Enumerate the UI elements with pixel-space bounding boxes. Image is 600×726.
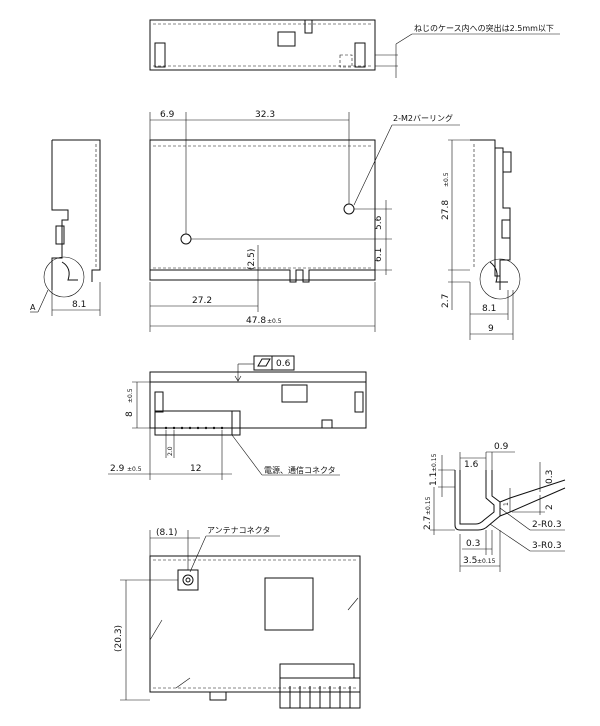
dim-8-1-paren: (8.1) bbox=[156, 528, 177, 538]
dim-2-7-tol: ±0.15 bbox=[425, 496, 432, 515]
front-view: 6.9 32.3 2-M2バーリング 5.6 6.1 (2.5) 27.2 47… bbox=[149, 110, 460, 332]
dim-6-9: 6.9 bbox=[160, 110, 175, 120]
dim-8: 8 bbox=[125, 411, 135, 417]
dim-2-9-tol: ±0.5 bbox=[127, 466, 142, 473]
dim-6-1: 6.1 bbox=[374, 248, 384, 262]
dim-1-6: 1.6 bbox=[464, 460, 479, 470]
flatness-icon bbox=[257, 358, 271, 367]
dim-27-8: 27.8 bbox=[441, 200, 451, 220]
dim-2: 2 bbox=[545, 504, 555, 510]
dim-47-8: 47.8 bbox=[246, 316, 266, 326]
flatness-callout bbox=[253, 355, 295, 371]
dim-1-1-tol: ±0.15 bbox=[431, 453, 438, 472]
dim-47-8-tol: ±0.5 bbox=[267, 318, 282, 325]
dim-0-3-horizontal: 0.3 bbox=[466, 539, 480, 549]
dim-32-3: 32.3 bbox=[255, 110, 275, 120]
detail-circle-right bbox=[479, 258, 521, 300]
dim-3-5: 3.5 bbox=[463, 556, 477, 566]
dim-27-2: 27.2 bbox=[192, 296, 212, 306]
dim-8-1-right: 8.1 bbox=[482, 304, 496, 314]
dim-0-9: 0.9 bbox=[494, 442, 509, 452]
dim-27-8-tol: ±0.5 bbox=[443, 172, 450, 187]
detail-a-view: 1.6 0.9 1.1 ±0.15 2.7 ±0.15 1 0.3 2 0.3 … bbox=[423, 442, 566, 572]
dim-8-tol: ±0.5 bbox=[127, 388, 134, 403]
dim-pitch-2-0: 2.0 bbox=[167, 446, 174, 456]
rear-view: (8.1) アンテナコネクタ (20.3) bbox=[114, 526, 361, 709]
burring-label: 2-M2バーリング bbox=[393, 113, 453, 123]
power-comm-connector bbox=[154, 410, 241, 436]
dim-5-6: 5.6 bbox=[374, 215, 384, 230]
dim-1: 1 bbox=[503, 502, 510, 506]
connector-label: 電源、通信コネクタ bbox=[264, 465, 336, 475]
bottom-view: 0.6 8 ±0.5 2.0 2.9 ±0.5 12 電源、通信コネクタ bbox=[108, 355, 367, 480]
top-view: ねじのケース内への突出は2.5mm以下 bbox=[149, 19, 560, 78]
dim-8-1-left: 8.1 bbox=[72, 300, 86, 310]
burring-hole-right bbox=[343, 203, 355, 215]
dim-20-3: (20.3) bbox=[114, 625, 124, 652]
dim-1-1: 1.1 bbox=[429, 472, 439, 486]
dim-0-3-vertical: 0.3 bbox=[545, 470, 555, 484]
detail-a-label: A bbox=[30, 303, 36, 312]
dim-2-7-right: 2.7 bbox=[441, 294, 451, 308]
dim-2-7-detail: 2.7 bbox=[423, 516, 433, 530]
dim-2-5: (2.5) bbox=[247, 249, 257, 270]
right-side-view: 27.8 ±0.5 2.7 8.1 9 bbox=[441, 139, 521, 340]
dim-12: 12 bbox=[190, 464, 201, 474]
shield-rect bbox=[264, 577, 314, 631]
radius-2-r0-3: 2-R0.3 bbox=[532, 520, 562, 530]
dim-9: 9 bbox=[488, 324, 494, 334]
antenna-label: アンテナコネクタ bbox=[207, 526, 270, 535]
burring-hole-left bbox=[180, 233, 192, 245]
screw-protrusion-note: ねじのケース内への突出は2.5mm以下 bbox=[414, 23, 554, 33]
dim-3-5-tol: ±0.15 bbox=[477, 558, 496, 565]
radius-3-r0-3: 3-R0.3 bbox=[532, 541, 562, 551]
dim-2-9: 2.9 bbox=[110, 464, 125, 474]
flatness-value: 0.6 bbox=[276, 359, 291, 369]
antenna-connector bbox=[177, 569, 199, 591]
left-side-view: A 8.1 bbox=[30, 139, 101, 316]
detail-a-circle bbox=[43, 256, 85, 298]
